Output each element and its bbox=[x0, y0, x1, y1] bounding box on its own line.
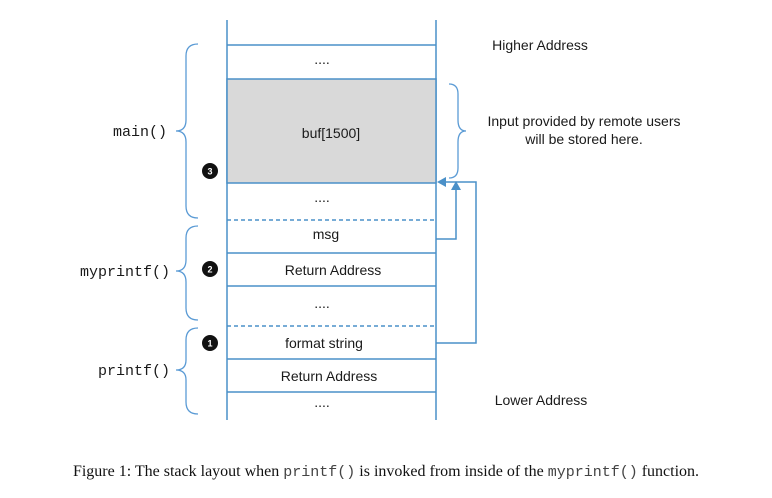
marker-three: 3 bbox=[207, 167, 212, 177]
dots-after-buffer: .... bbox=[314, 189, 330, 205]
myprintf-brace bbox=[175, 225, 199, 321]
format-pointer-arrow bbox=[436, 181, 477, 344]
stack-diagram: .... buf[1500] .... msg Return Address .… bbox=[80, 20, 681, 420]
myprintf-return-address: Return Address bbox=[285, 262, 382, 278]
marker-one: 1 bbox=[207, 339, 212, 349]
higher-address-label: Higher Address bbox=[492, 37, 588, 53]
marker-two-circle bbox=[202, 261, 218, 277]
buffer-cell bbox=[226, 78, 437, 184]
caption-prefix: Figure 1: The stack layout when bbox=[72, 463, 284, 480]
marker-two: 2 bbox=[207, 265, 212, 275]
frame-label-myprintf: myprintf() bbox=[80, 264, 170, 281]
input-note-line1: Input provided by remote users bbox=[488, 113, 681, 129]
top-dots: .... bbox=[314, 51, 330, 67]
buffer-label: buf[1500] bbox=[302, 125, 360, 141]
format-pointer-arrowhead bbox=[437, 177, 446, 187]
caption-code-myprintf: myprintf() bbox=[547, 464, 638, 481]
caption-middle: is invoked from inside of the bbox=[355, 463, 548, 480]
msg-pointer-arrow bbox=[436, 186, 457, 240]
msg-pointer-arrowhead bbox=[451, 181, 461, 190]
printf-return-address: Return Address bbox=[281, 368, 378, 384]
buffer-brace bbox=[448, 83, 467, 179]
marker-one-circle bbox=[202, 335, 218, 351]
format-string-label: format string bbox=[285, 335, 363, 351]
marker-three-circle bbox=[202, 163, 218, 179]
main-brace bbox=[175, 43, 199, 219]
caption-code-printf: printf() bbox=[283, 464, 356, 481]
caption-suffix: function. bbox=[637, 463, 700, 480]
frame-label-main: main() bbox=[113, 124, 167, 141]
msg-label: msg bbox=[313, 226, 339, 242]
lower-address-label: Lower Address bbox=[495, 392, 588, 408]
bottom-dots: .... bbox=[314, 394, 330, 410]
printf-brace bbox=[175, 327, 199, 415]
figure-caption: Figure 1: The stack layout when printf()… bbox=[0, 463, 772, 481]
dots-middle: .... bbox=[314, 295, 330, 311]
frame-label-printf: printf() bbox=[98, 363, 170, 380]
input-note-line2: will be stored here. bbox=[524, 131, 643, 147]
